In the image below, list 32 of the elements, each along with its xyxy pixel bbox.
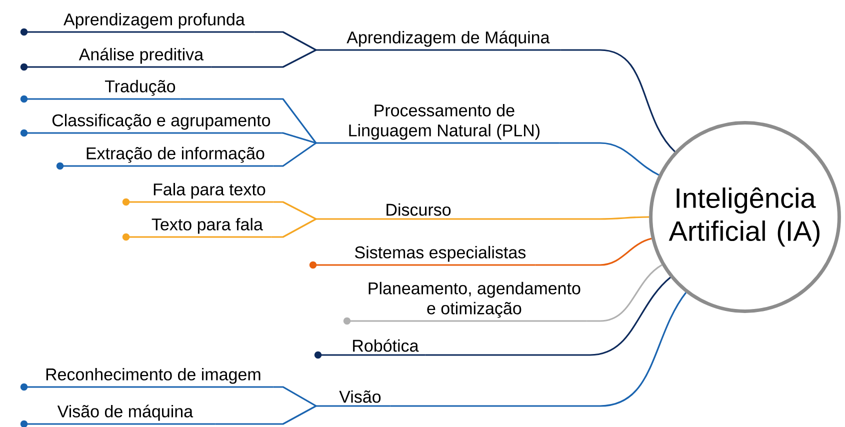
branch-label: Reconhecimento de imagem: [20, 368, 274, 391]
branch-line: [445, 216, 650, 220]
topic-label: Aprendizagem de Máquina: [316, 30, 561, 51]
branch-line: [273, 201, 316, 220]
branch-line: [254, 31, 316, 51]
topic-label: Robótica: [314, 339, 426, 359]
branch-line: [211, 49, 316, 68]
branch-line: [390, 292, 687, 407]
branch-label: Visão de máquina: [20, 404, 216, 427]
topic-label: Discurso: [316, 203, 451, 220]
branch-label: Classificação e agrupamento: [20, 114, 282, 137]
topic-label: Sistemas especialistas: [309, 246, 536, 269]
branch-label: Texto para fala: [122, 218, 272, 241]
branch-label: Extração de informação: [56, 146, 274, 170]
branch-line: [560, 49, 676, 152]
branch-line: [273, 142, 316, 167]
branch-line: [180, 98, 317, 144]
branch-label: Aprendizagem profunda: [20, 12, 254, 36]
branch-line: [559, 142, 660, 176]
branch-label: Fala para texto: [122, 182, 274, 206]
branch-label: Tradução: [20, 80, 180, 103]
branch-line: [215, 405, 316, 425]
branch-line: [271, 218, 316, 238]
branch-line: [273, 386, 316, 407]
topic-label: Visão: [316, 390, 390, 407]
topic-label: Processamento de Linguagem Natural (PLN): [316, 104, 560, 144]
branch-line: [281, 132, 316, 144]
branch-line: [425, 276, 671, 356]
branch-label: Análise preditiva: [20, 48, 212, 71]
topic-label: Planeamento, agendamento e otimização: [343, 282, 587, 325]
branch-line: [586, 264, 662, 322]
branch-line: [535, 238, 652, 266]
